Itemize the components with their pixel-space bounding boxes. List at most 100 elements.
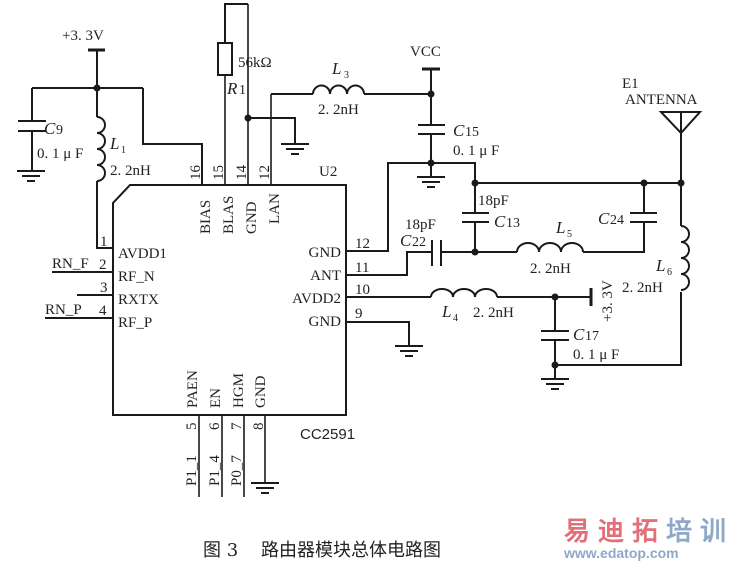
pin-name: HGM [231,373,247,408]
c9-value: 0. 1 μ F [37,146,83,162]
watermark-char: 易 [564,517,590,547]
ground-icon [17,170,45,182]
figure-caption: 图 3 路由器模块总体电路图 [203,540,441,561]
l3-sub: 3 [344,70,349,81]
chip-body [112,184,347,416]
pin-name: GND [309,314,342,330]
wire [96,181,113,249]
pin-name: ANT [310,268,341,284]
net-label: RN_F [52,256,89,272]
c15-sub: 15 [465,125,479,140]
c13-value: 18pF [478,193,509,209]
watermark: 易 迪 拓 培 训 www.edatop.com [563,517,726,561]
net-label: P1_1 [184,455,200,486]
junction-dot [427,90,435,98]
wire [224,3,248,43]
wire [555,292,682,366]
antenna-label: ANTENNA [625,92,698,108]
pin-name: BLAS [221,196,237,234]
chip-part: CC2591 [300,426,355,443]
vcc-label: VCC [410,44,441,60]
pin-name: AVDD1 [118,246,167,262]
watermark-char: 培 [666,517,692,547]
r1-resistor [217,42,233,76]
pin-name: GND [309,245,342,261]
c15-value: 0. 1 μ F [453,143,499,159]
v33-right-label: +3. 3V [600,280,616,322]
l6-inductor [680,225,690,291]
pin-num: 7 [229,422,245,430]
pin-num: 15 [211,165,227,180]
l6-ref: L [655,256,665,275]
l3-ref: L [331,59,341,78]
net-label: RN_P [45,302,82,318]
c22-ref: C [400,231,412,250]
pin-name: LAN [267,193,283,224]
pin-name: AVDD2 [292,291,341,307]
l4-inductor [430,288,498,298]
pin-name: GND [244,201,260,234]
l4-ref: L [441,302,451,321]
l1-inductor [96,116,106,182]
pin-num: 9 [355,306,363,322]
c9-ref: C [44,119,56,138]
junction-dot [551,361,559,369]
pin-name: RF_N [118,269,155,285]
ground-icon [395,345,423,357]
c15-ref: C [453,121,465,140]
l5-value: 2. 2nH [530,261,571,277]
l5-ref: L [555,218,565,237]
pin-name: GND [253,375,269,408]
l3-inductor [312,84,365,95]
l5-sub: 5 [567,229,572,240]
pin-num: 12 [355,236,370,252]
l3-value: 2. 2nH [318,102,359,118]
c13-ref: C [494,212,506,231]
v33-top-label: +3. 3V [62,28,104,44]
pin-num: 16 [188,165,204,181]
wire [248,117,296,143]
ground-icon [281,143,309,155]
wire [583,222,645,253]
pin-num: 14 [234,165,250,181]
net-label: P1_4 [207,455,223,486]
watermark-char: 迪 [598,517,624,547]
ground-icon [541,378,569,390]
pin-num: 5 [184,423,200,431]
pin-name: RXTX [118,292,159,308]
c24-ref: C [598,209,610,228]
net-label: P0_7 [229,455,245,486]
l5-inductor [516,242,584,253]
ground-icon [417,176,445,188]
c17-value: 0. 1 μ F [573,347,619,363]
r1-value: 56kΩ [238,55,272,71]
l6-sub: 6 [667,267,672,278]
c22-sub: 22 [412,235,426,250]
watermark-char: 训 [700,517,726,547]
c17-sub: 17 [585,329,599,344]
l4-sub: 4 [453,313,458,324]
chip-ref: U2 [319,164,337,180]
l1-value: 2. 2nH [110,163,151,179]
c17-ref: C [573,325,585,344]
l1-sub: 1 [121,145,126,156]
pin-num: 8 [251,423,267,431]
watermark-char: 拓 [632,517,658,547]
pin-num: 1 [100,234,108,250]
r1-sub: 1 [239,83,246,98]
antenna-ref: E1 [622,76,639,92]
l6-value: 2. 2nH [622,280,663,296]
pin-num: 10 [355,282,370,298]
pin-num: 4 [99,303,107,319]
pin-name: BIAS [198,200,214,234]
l4-value: 2. 2nH [473,305,514,321]
c13-sub: 13 [506,216,520,231]
pin-num: 3 [100,280,108,296]
pin-num: 2 [99,257,107,273]
watermark-url: www.edatop.com [563,545,679,561]
wire [346,321,410,345]
pin-num: 12 [257,165,273,180]
l1-ref: L [109,134,119,153]
pin-num: 6 [207,422,223,430]
